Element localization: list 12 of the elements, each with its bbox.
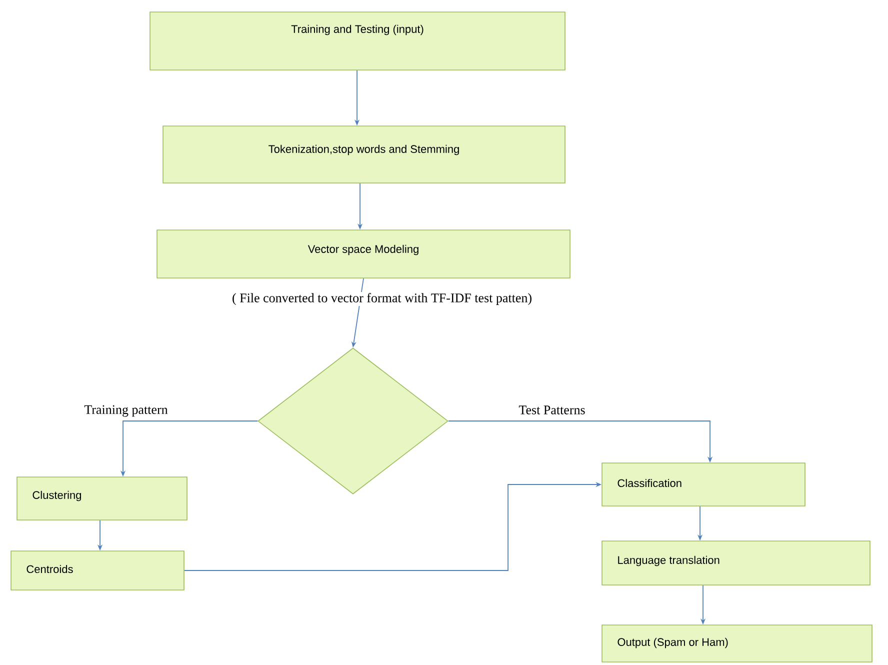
note-text: ( File converted to vector format with TF-IDF test patten): [231, 292, 533, 306]
process-box: Classification: [602, 462, 806, 506]
edge-label: Training pattern: [84, 405, 168, 417]
edge-label: Test Patterns: [518, 406, 585, 414]
process-box: Tokenization,stop words and Stemming: [162, 126, 566, 184]
process-box: Training and Testing (input): [150, 12, 566, 70]
process-box: Centroids: [10, 550, 184, 590]
process-box: Output (Spam or Ham): [602, 624, 872, 662]
decision-diamond: [258, 348, 448, 494]
process-box: Language translation: [602, 540, 870, 586]
process-box: Clustering: [16, 476, 188, 520]
process-box: Vector space Modeling: [156, 230, 570, 278]
